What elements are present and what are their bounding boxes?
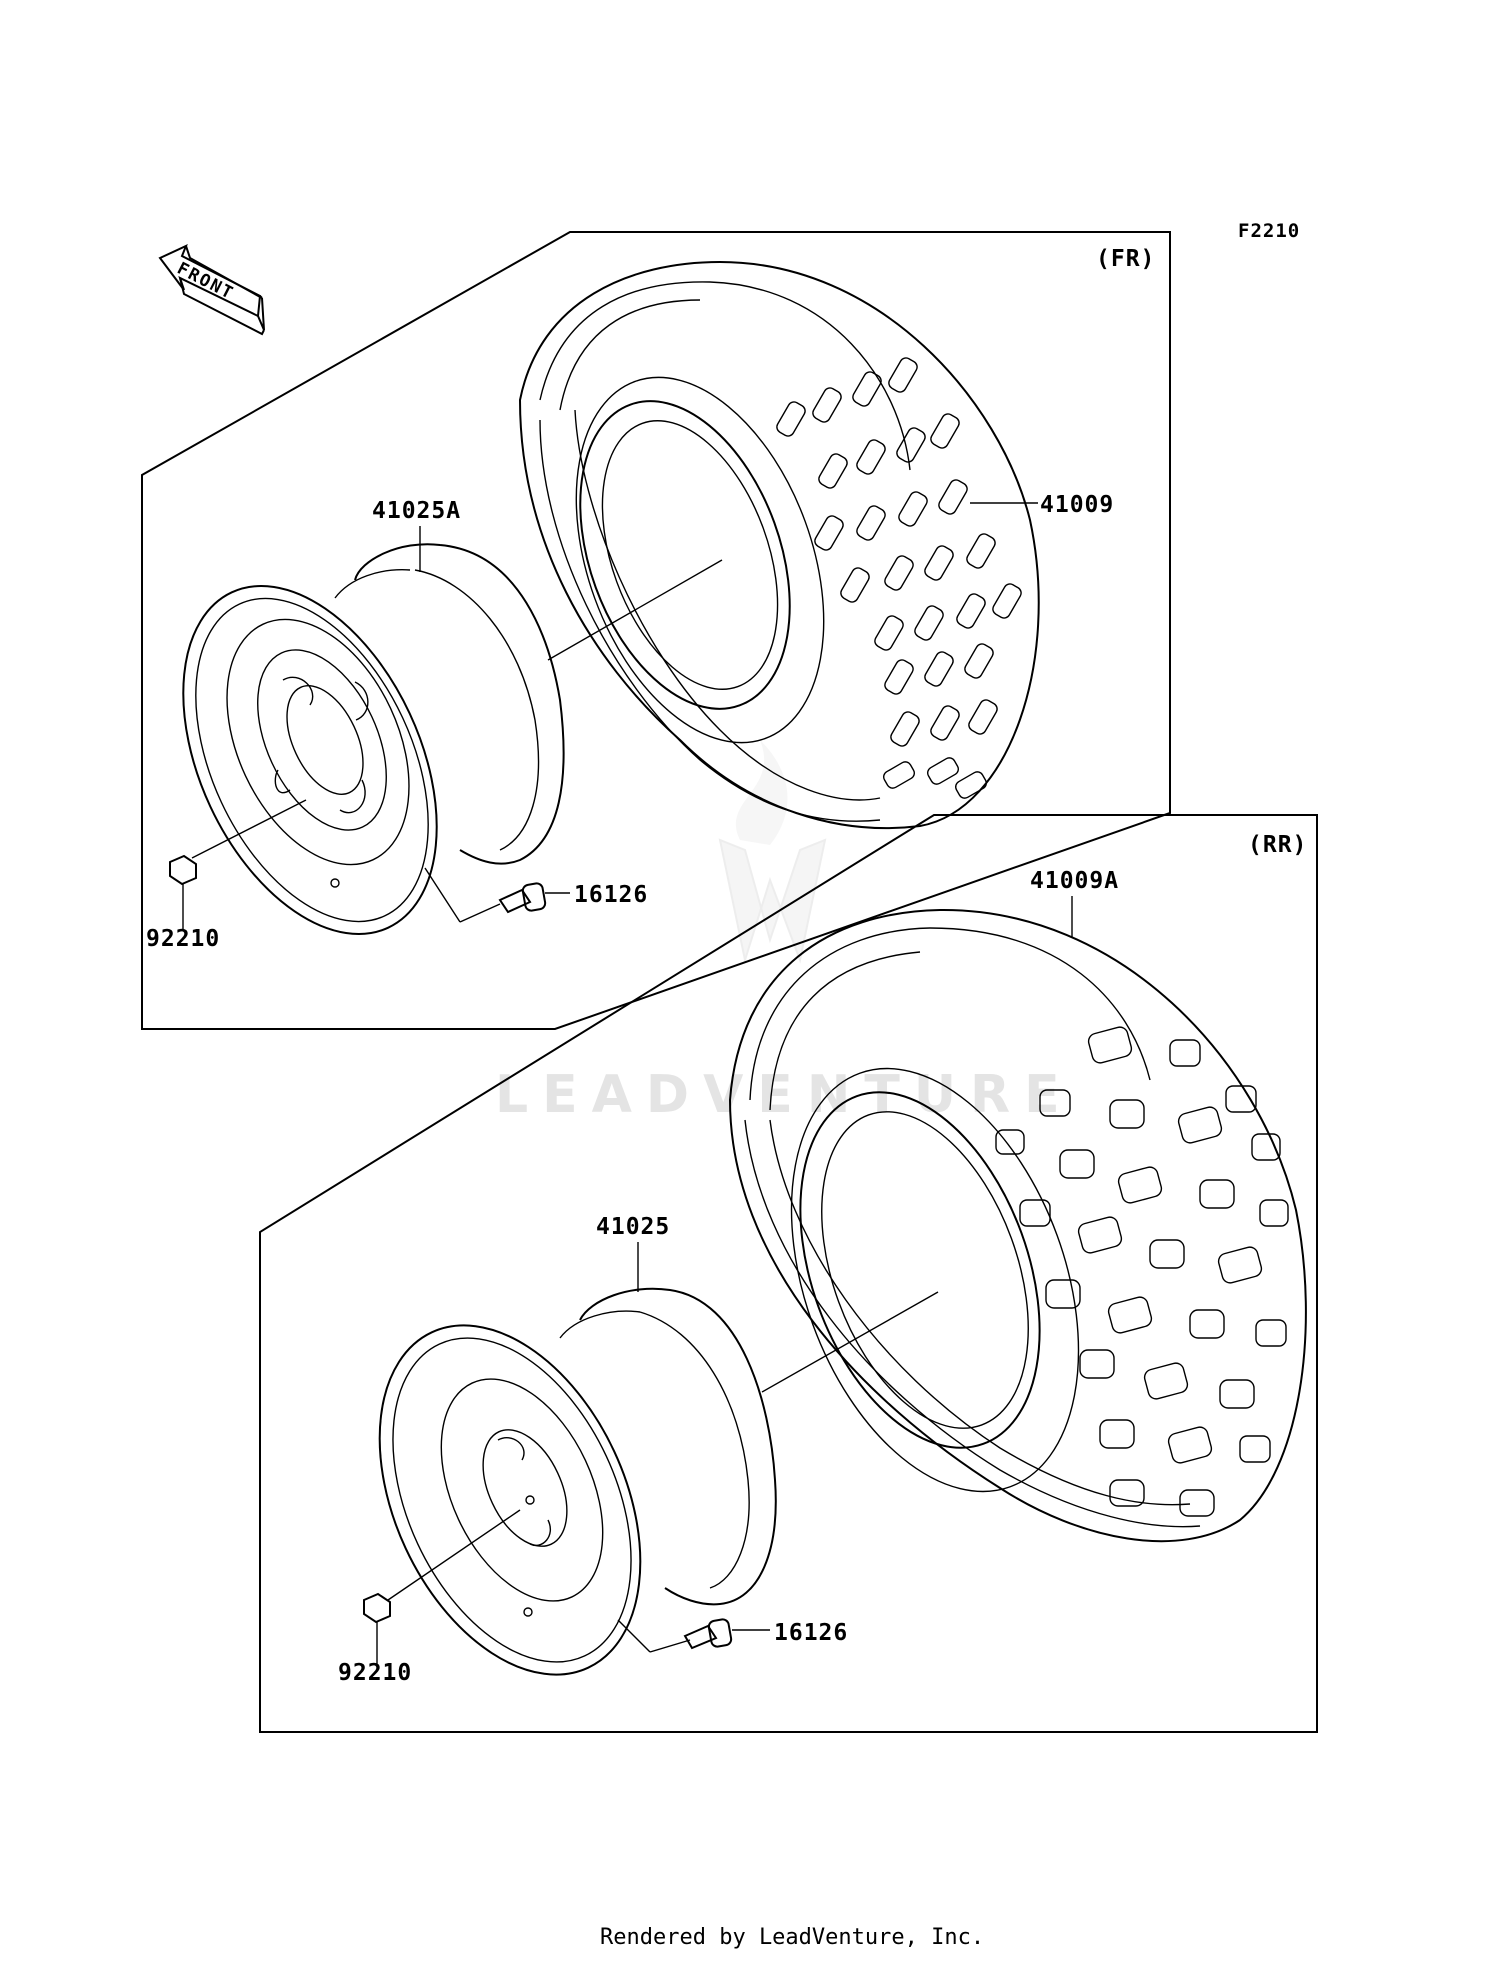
rear-valve-part-number: 16126: [774, 1620, 848, 1646]
rear-tire-part-number: 41009A: [1030, 868, 1119, 894]
rear-section-frame: [259, 814, 1318, 1733]
rear-nut-part-number: 92210: [338, 1660, 412, 1686]
front-wheel-part-number: 41025A: [372, 498, 461, 524]
rear-wheel-part-number: 41025: [596, 1214, 670, 1240]
rear-section: (RR): [259, 814, 1318, 1733]
rear-valve-icon: [683, 1618, 770, 1650]
front-arrow-label: FRONT: [174, 259, 238, 305]
front-wheel: [182, 543, 565, 935]
front-section: (FR): [141, 231, 1171, 1030]
front-nut-part-number: 92210: [146, 926, 220, 952]
front-tire-part-number: 41009: [1040, 492, 1114, 518]
rear-section-label: (RR): [1248, 832, 1307, 858]
front-section-frame: [141, 231, 1171, 1030]
front-valve-icon: [498, 882, 570, 914]
front-nut-icon: [169, 854, 197, 930]
rear-nut-icon: [363, 1592, 391, 1664]
front-section-label: (FR): [1096, 246, 1155, 272]
watermark-logo: [718, 740, 827, 964]
front-tire: [518, 260, 1040, 830]
footer-credit: Rendered by LeadVenture, Inc.: [600, 1925, 984, 1950]
front-valve-part-number: 16126: [574, 882, 648, 908]
diagram-code: F2210: [1238, 220, 1300, 242]
watermark-text: LEADVENTURE: [495, 1065, 1074, 1125]
rear-tire: [728, 908, 1307, 1543]
rear-wheel: [378, 1287, 777, 1676]
front-arrow-icon: FRONT: [158, 244, 265, 336]
